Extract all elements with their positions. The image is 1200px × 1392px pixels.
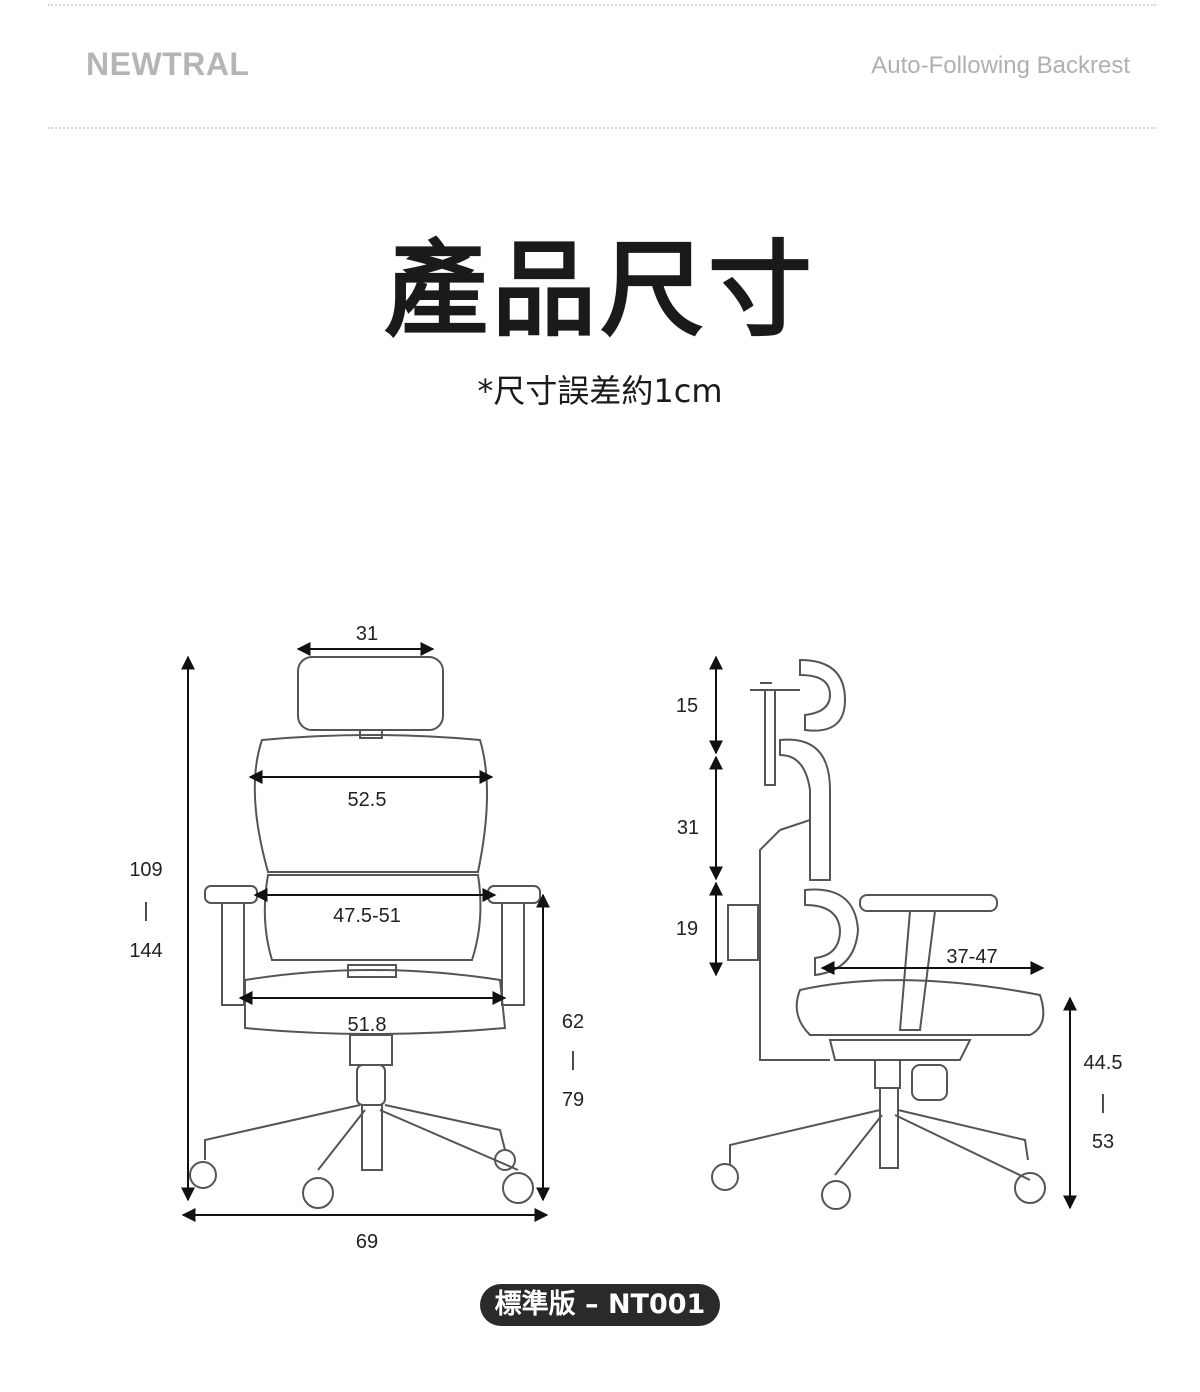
headrest-adjust-label: 15 [676, 695, 698, 717]
tolerance-note: *尺寸誤差約1cm [477, 372, 723, 410]
total-height-sep: | [143, 900, 148, 922]
armrest-width-label: 47.5-51 [333, 905, 401, 927]
total-height-min: 109 [129, 859, 162, 881]
armrest-height-max: 79 [562, 1089, 584, 1111]
seat-depth-label: 37-47 [946, 946, 997, 968]
backrest-height-label: 31 [677, 817, 699, 839]
armrest-height-min: 62 [562, 1011, 584, 1033]
seat-height-max: 53 [1092, 1131, 1114, 1153]
backrest-width-label: 52.5 [348, 789, 387, 811]
armrest-height-sep: | [570, 1049, 575, 1071]
tagline: Auto-Following Backrest [871, 52, 1130, 79]
total-height-max: 144 [129, 940, 162, 962]
seat-width-label: 51.8 [348, 1014, 387, 1036]
brand-logo: NEWTRAL [86, 46, 250, 82]
header-divider [48, 127, 1156, 129]
seat-height-sep: | [1100, 1092, 1105, 1114]
top-divider [48, 4, 1156, 6]
base-width-label: 69 [356, 1231, 378, 1253]
headrest-width-label: 31 [356, 623, 378, 645]
side-chair-drawing [711, 658, 1046, 1210]
front-chair-drawing [189, 656, 541, 1209]
lumbar-height-label: 19 [676, 918, 698, 940]
seat-height-min: 44.5 [1084, 1052, 1123, 1074]
model-badge: 標準版 – NT001 [480, 1284, 720, 1326]
page-title: 產品尺寸 [383, 229, 816, 351]
